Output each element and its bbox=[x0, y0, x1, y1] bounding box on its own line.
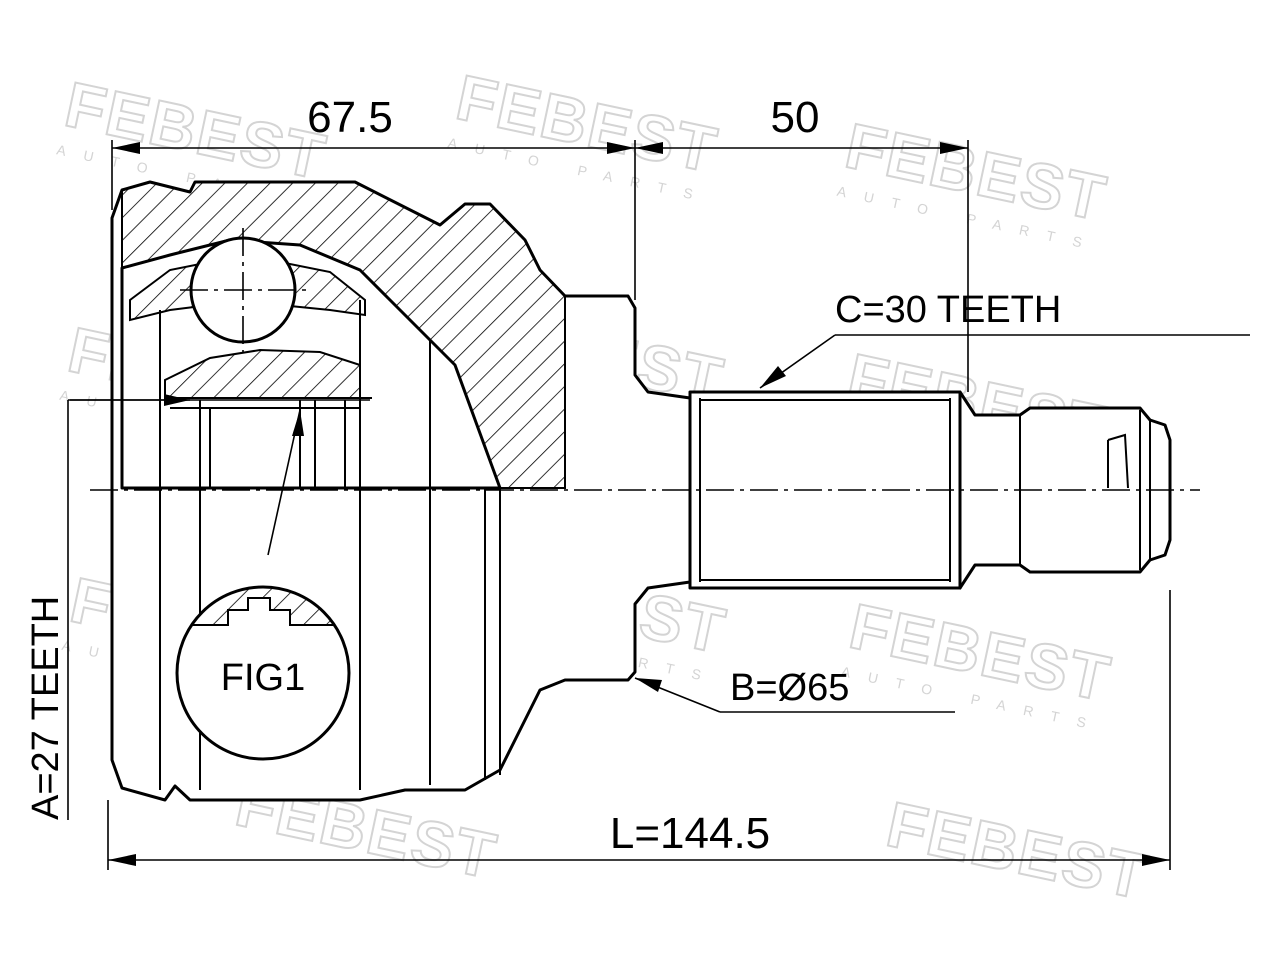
label-inner-spline-text: A=27 TEETH bbox=[25, 596, 67, 820]
detail-label-fig1: FIG1 bbox=[221, 657, 305, 699]
watermark-brand: FEBEST bbox=[881, 788, 1155, 913]
label-diameter-text: B=Ø65 bbox=[730, 667, 849, 709]
dimension-total-length: L=144.5 bbox=[108, 809, 1170, 866]
label-inner-spline: A=27 TEETH bbox=[25, 394, 190, 820]
dimension-67-5: 67.5 bbox=[112, 93, 635, 154]
dimension-label-50: 50 bbox=[771, 93, 820, 142]
dimension-50: 50 bbox=[635, 93, 968, 154]
detail-fig1: FIG1 bbox=[175, 409, 351, 761]
dimension-label-total-length: L=144.5 bbox=[610, 809, 770, 858]
label-outer-spline-text: C=30 TEETH bbox=[835, 289, 1061, 331]
label-outer-spline: C=30 TEETH bbox=[759, 289, 1250, 389]
dimension-label-67-5: 67.5 bbox=[307, 93, 393, 142]
label-diameter: B=Ø65 bbox=[634, 667, 955, 713]
